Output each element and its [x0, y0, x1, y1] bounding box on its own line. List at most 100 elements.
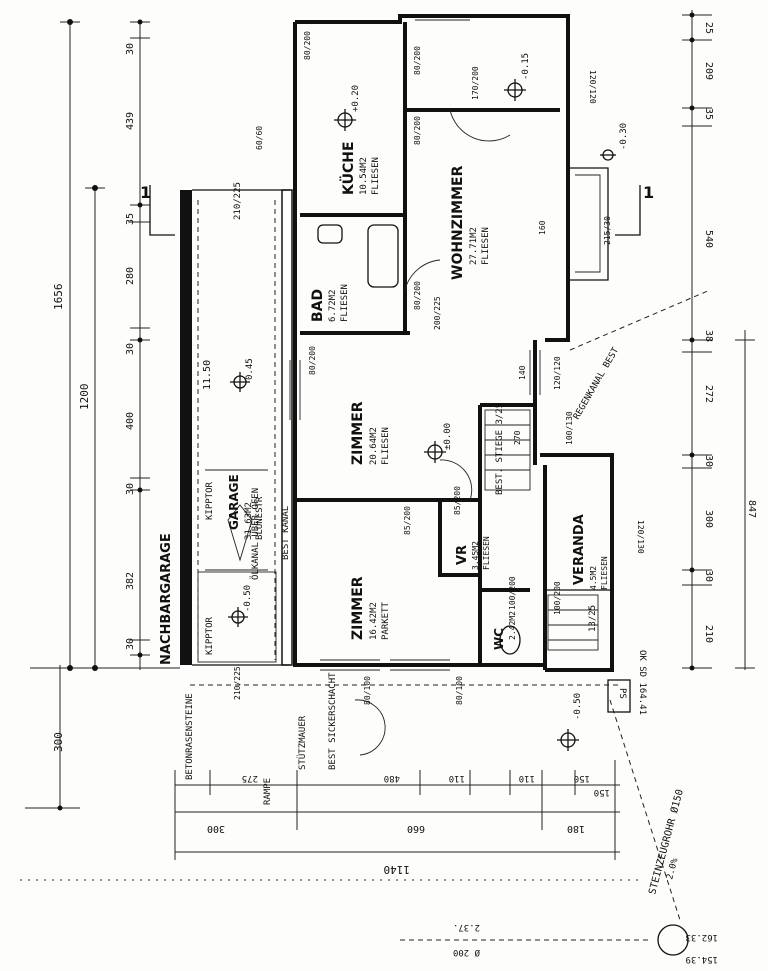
opening-label: 80/200: [413, 46, 422, 75]
dim-seg: 280: [125, 267, 136, 285]
opening-label: 80/100: [363, 676, 372, 705]
opening-label: 210/225: [233, 666, 242, 700]
opening-label: 85/200: [403, 506, 412, 535]
door-swings: [354, 109, 511, 756]
room-kueche-area: 10.54M2: [359, 157, 369, 195]
bottom-dimension-chain: 300 660 180 1140 275 480 110 110 150 150: [174, 760, 620, 876]
opening-label: 60/60: [255, 126, 264, 150]
regenkanal-label: REGENKANAL BEST: [572, 346, 622, 422]
opening-label: 100/200: [553, 581, 562, 615]
garage-area: 31.63M2: [244, 502, 254, 540]
dim-seg: 540: [703, 230, 714, 248]
stairs: [484, 409, 599, 651]
dim-seg: 30: [703, 570, 714, 582]
washbasin: [317, 224, 343, 244]
dim-seg: 35: [125, 213, 136, 225]
betonrasensteine-label: BETONRASENSTEINE: [185, 693, 195, 780]
opening-label: 100/200: [508, 576, 517, 610]
room-zimmer2-floor: PARKETT: [381, 601, 391, 640]
dim-seg: 30: [125, 343, 136, 355]
opening-label: 120/120: [553, 356, 562, 390]
oelkanal-label: ÖLKANAL ÜBER OFEN: [250, 488, 261, 580]
room-kueche-floor: FLIESEN: [371, 157, 381, 195]
sickerschacht-label: BEST SICKERSCHACHT: [328, 672, 338, 770]
opening-label: 120/120: [588, 70, 597, 104]
level-top-right: -0.15: [521, 53, 531, 80]
room-zimmer2-area: 16.42M2: [369, 602, 379, 640]
room-wohnzimmer-area: 27.71M2: [469, 227, 479, 265]
slope-label: 2.37.: [453, 922, 480, 932]
room-wohnzimmer-name: WOHNZIMMER: [450, 165, 466, 280]
windows: [289, 19, 541, 671]
opening-label: 80/200: [303, 31, 312, 60]
dim-seg: 480: [384, 773, 400, 783]
dim-overall-left: 1656: [52, 284, 65, 311]
bathtub: [367, 224, 399, 288]
room-zimmer2-name: ZIMMER: [350, 576, 366, 640]
stiege-label: 13/25: [588, 605, 598, 632]
dim-seg: 25: [703, 22, 714, 34]
dim-seg: 660: [407, 823, 425, 834]
dim-overall-right: 847: [746, 500, 757, 518]
room-bad-floor: FLIESEN: [340, 284, 350, 322]
level-markers: +0.20 -0.15 -0.30 ±0.00 -0.50: [334, 53, 629, 751]
dim-bottom-left: 300: [52, 732, 65, 752]
room-vr-name: VR: [455, 545, 470, 565]
garage: GARAGE 31.63M2 BLUNESTR KIPPTOR KIPPTOR …: [192, 182, 293, 666]
opening-label: 270: [513, 430, 522, 445]
best-kanal-label: BEST KANAL: [281, 506, 291, 560]
dim-seg: 210: [703, 625, 714, 643]
dim-seg: 439: [125, 112, 136, 130]
dim-inner-left: 1200: [78, 384, 91, 411]
dim-seg: 272: [703, 385, 714, 403]
level-zimmer: ±0.00: [443, 423, 453, 450]
section-mark-a: 1: [140, 183, 151, 202]
room-bad-name: BAD: [310, 289, 326, 322]
room-wohnzimmer-floor: FLIESEN: [481, 227, 491, 265]
dim-seg: 180: [567, 823, 585, 834]
kipptor-label: KIPPTOR: [205, 616, 215, 655]
dim-total-bottom: 1140: [384, 863, 411, 876]
right-dimension-chain: 25 209 35 540 38 272 30 300 30 210 847: [682, 10, 757, 671]
dim-seg: 300: [207, 823, 225, 834]
section-mark-b: 1: [643, 183, 654, 202]
ps-label: PS: [617, 688, 627, 699]
opening-label: 140: [518, 365, 527, 380]
room-zimmer1-area: 20.64M2: [369, 427, 379, 465]
dim-seg: 110: [519, 773, 535, 783]
room-zimmer1-name: ZIMMER: [350, 401, 366, 465]
dim-seg: 30: [703, 455, 714, 467]
room-zimmer1-floor: FLIESEN: [381, 427, 391, 465]
dim-seg: 400: [125, 412, 136, 430]
dim-seg: 150: [594, 787, 610, 797]
level-garage-top: 0.45: [245, 358, 255, 380]
opening-label: 200/225: [433, 296, 442, 330]
room-veranda-floor: FLIESEN: [600, 556, 609, 590]
ok-sd-label: OK SD 164.41: [637, 650, 647, 715]
dim-seg: 300: [703, 510, 714, 528]
opening-label: 100/130: [565, 411, 574, 445]
opening-label: 210/225: [233, 182, 243, 220]
dim-seg: 30: [125, 483, 136, 495]
dim-seg: 35: [703, 108, 714, 120]
toilet: [499, 625, 521, 655]
manhole-icon: [657, 924, 689, 956]
opening-label: 80/200: [413, 116, 422, 145]
stuetzmauer-label: STÜTZMAUER: [297, 715, 308, 770]
left-dimension-chain: 1656 1200 30 439 35 280 30 400 30 382 30…: [25, 19, 180, 811]
kipptor-label: KIPPTOR: [205, 481, 215, 520]
opening-label: 160: [538, 220, 547, 235]
rampe-label: RAMPE: [263, 778, 273, 805]
neighbor-garage-wall: [180, 190, 192, 665]
dim-seg: 382: [125, 572, 136, 590]
opening-label: 120/130: [636, 520, 645, 554]
opening-labels: 80/200 80/200 170/200 80/200 120/120 60/…: [233, 31, 645, 705]
gradient-label: 2.0%: [665, 857, 680, 881]
opening-label: 80/200: [308, 346, 317, 375]
opening-label: 85/200: [453, 486, 462, 515]
garage-label: GARAGE: [227, 474, 241, 530]
room-veranda-name: VERANDA: [572, 514, 587, 585]
opening-label: 80/100: [455, 676, 464, 705]
